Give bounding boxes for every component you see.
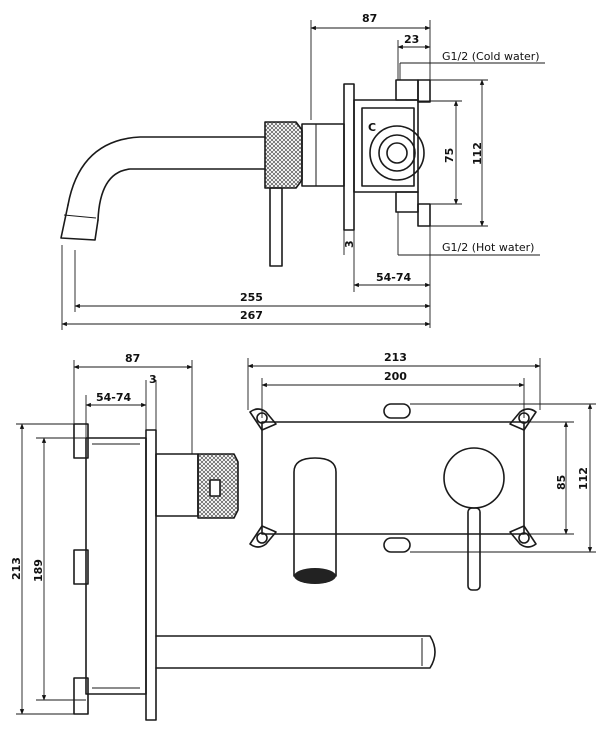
front-spout-outlet xyxy=(294,568,336,584)
valve-outer-ring xyxy=(369,125,425,181)
dim-top-75: 75 xyxy=(443,148,456,163)
cold-marker: C xyxy=(368,121,376,134)
body-connector xyxy=(301,123,345,187)
front-lug-bottom-right xyxy=(509,525,537,548)
cold-water-label: G1/2 (Cold water) xyxy=(442,50,540,63)
front-slot-bottom xyxy=(383,537,411,553)
dim-top-87: 87 xyxy=(362,12,377,25)
dim-front-213: 213 xyxy=(384,351,407,364)
hot-fitting xyxy=(417,203,431,227)
dim-top-267: 267 xyxy=(240,309,263,322)
hot-inlet xyxy=(395,191,419,213)
cold-fitting xyxy=(417,79,431,103)
dim-side-54-74: 54-74 xyxy=(96,391,132,404)
dim-top-3: 3 xyxy=(343,240,356,248)
front-view xyxy=(249,403,537,591)
side-elevation-dimensions: 87 23 G1/2 (Cold water) G1/2 (Hot water)… xyxy=(61,12,545,330)
embedded-box xyxy=(85,437,147,695)
front-lug-top-left xyxy=(249,408,277,431)
spout-lower-edge xyxy=(97,168,266,221)
box-side-lug xyxy=(73,549,89,585)
valve-mid-ring xyxy=(378,134,416,172)
spout-upper-edge xyxy=(67,136,266,206)
spout-outlet-line xyxy=(63,214,97,219)
dim-side-213: 213 xyxy=(10,557,23,580)
spout-outlet xyxy=(60,204,99,241)
handle-knurled xyxy=(264,121,303,189)
front-lug-bottom-left xyxy=(249,525,277,548)
valve-inner-ring xyxy=(386,142,408,164)
side-connector xyxy=(155,453,199,517)
box-top-lug xyxy=(73,423,89,459)
side-elevation-view: C xyxy=(60,79,431,267)
front-handle-disc xyxy=(443,447,505,509)
wall-plate xyxy=(343,83,355,231)
section-view-dimensions: 87 3 54-74 213 189 xyxy=(10,352,193,715)
dim-side-189: 189 xyxy=(32,559,45,582)
cold-inlet xyxy=(395,79,419,101)
front-spout xyxy=(293,457,337,577)
front-lug-top-right xyxy=(509,408,537,431)
side-wall-plate xyxy=(145,429,157,721)
front-slot-top xyxy=(383,403,411,419)
front-plate xyxy=(261,421,525,535)
valve-inner xyxy=(361,107,415,187)
front-hole-bottom-left xyxy=(256,532,268,544)
handle-lever xyxy=(269,187,283,267)
handle-screw xyxy=(209,479,221,497)
front-handle-lever xyxy=(467,507,481,591)
dim-front-200: 200 xyxy=(384,370,407,383)
box-bottom-lug xyxy=(73,677,89,715)
dim-top-54-74: 54-74 xyxy=(376,271,412,284)
hot-water-label: G1/2 (Hot water) xyxy=(442,241,534,254)
dim-front-112: 112 xyxy=(577,467,590,490)
dim-top-112: 112 xyxy=(471,142,484,165)
dim-side-3: 3 xyxy=(149,373,157,386)
section-view xyxy=(73,423,436,721)
dim-front-85: 85 xyxy=(555,475,568,490)
side-spout xyxy=(155,635,436,669)
dim-side-87: 87 xyxy=(125,352,140,365)
front-hole-bottom-right xyxy=(518,532,530,544)
dim-top-255: 255 xyxy=(240,291,263,304)
valve-body xyxy=(353,99,419,193)
front-view-dimensions: 213 200 85 112 xyxy=(247,351,596,553)
dim-top-23: 23 xyxy=(404,33,419,46)
